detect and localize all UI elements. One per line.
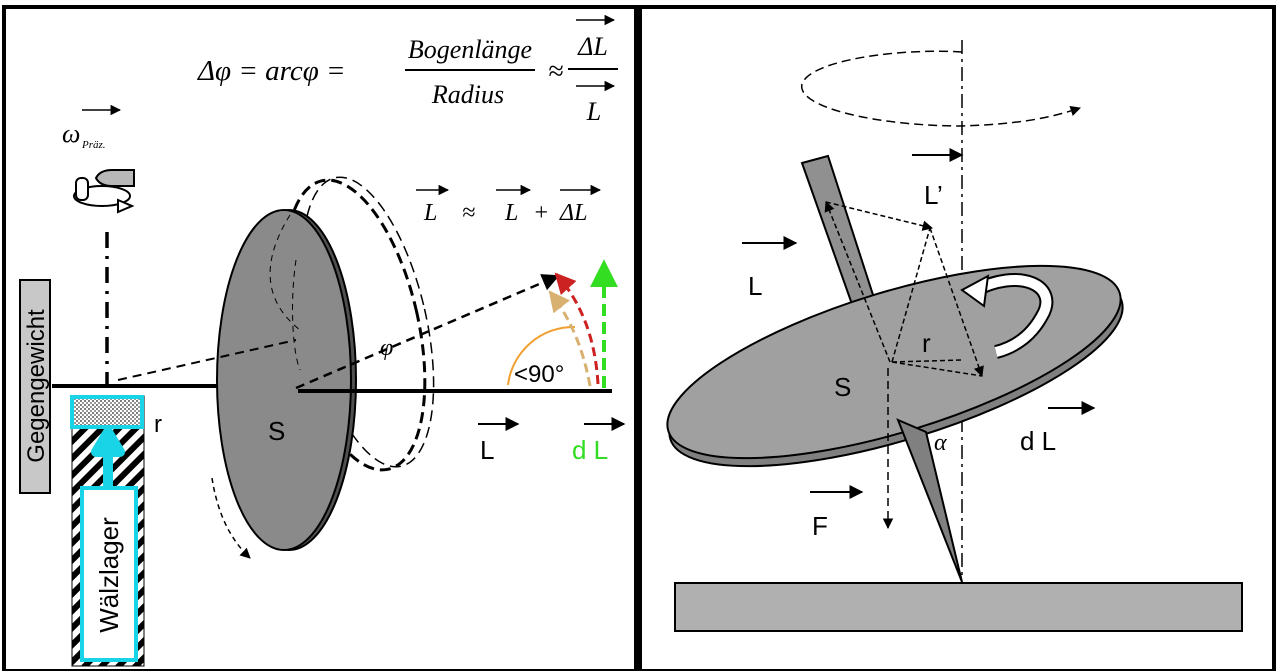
gyro-disk (216, 209, 357, 551)
dl-vector (825, 201, 934, 231)
formula-approx: ≈ (548, 56, 563, 87)
spin-arrow-head (960, 274, 990, 308)
s-label-right: S (834, 372, 851, 402)
right-panel: L’ L S r d L α F (666, 40, 1243, 632)
red-arc (554, 272, 600, 385)
l-sum-plus: + (533, 200, 549, 226)
counterweight: Gegengewicht (19, 279, 51, 494)
precession-formula: Δφ = arcφ = Bogenlänge Radius ≈ ΔL L (197, 14, 618, 126)
spin-arrow-fill (969, 275, 1052, 357)
formula-frac2-denominator: L (586, 97, 601, 126)
angle-arc (507, 325, 576, 386)
rotation-arrow-icon (73, 169, 135, 214)
dl-label-left: d L (572, 435, 608, 465)
counterweight-label: Gegengewicht (23, 309, 50, 463)
new-l-vector (295, 274, 560, 390)
omega-subscript: Präz. (81, 139, 106, 151)
r-label-left: r (154, 411, 162, 438)
phi-label: φ (380, 335, 393, 361)
l-sum-formula: L ≈ L + ΔL (416, 184, 602, 226)
spin-arrow (211, 477, 251, 559)
precession-orbit (801, 50, 1081, 127)
l-sum-l2: L (504, 200, 518, 226)
l-sum-dl: ΔL (559, 200, 587, 226)
l-prime-label: L’ (924, 180, 943, 210)
formula-frac2-numerator: ΔL (577, 32, 608, 61)
top-disk (666, 264, 1124, 468)
angle-label: <90° (514, 361, 564, 388)
formula-denominator: Radius (431, 80, 504, 109)
l-sum-approx: ≈ (462, 200, 475, 226)
dl-label-right: d L (1020, 426, 1056, 456)
l-label-right: L (748, 271, 762, 301)
radius-line (117, 339, 297, 381)
s-label-left: S (268, 416, 285, 446)
omega-precession: ω Präz. (62, 104, 135, 214)
l-vector (824, 201, 891, 363)
right-panel-frame (638, 5, 1276, 671)
l-label-left: L (480, 435, 494, 465)
l-prime-vector (891, 227, 931, 363)
formula-numerator: Bogenlänge (408, 35, 532, 64)
l-sum-l1: L (423, 200, 437, 226)
base-plate (674, 582, 1243, 632)
alpha-label: α (934, 430, 947, 456)
tan-arc (548, 290, 592, 387)
spike (896, 418, 963, 583)
left-panel: Δφ = arcφ = Bogenlänge Radius ≈ ΔL L ω P… (19, 14, 626, 667)
formula-lhs: Δφ = arcφ = (197, 55, 346, 87)
r-label-right: r (922, 328, 931, 358)
omega-symbol: ω (62, 119, 80, 148)
r-horizontal (891, 359, 963, 363)
dl-side-vector (929, 227, 984, 377)
f-label: F (812, 511, 828, 541)
r-vector (891, 361, 983, 377)
bearing-label: Wälzlager (94, 517, 124, 633)
left-panel-frame (2, 5, 638, 671)
bearing: Wälzlager (70, 395, 145, 667)
